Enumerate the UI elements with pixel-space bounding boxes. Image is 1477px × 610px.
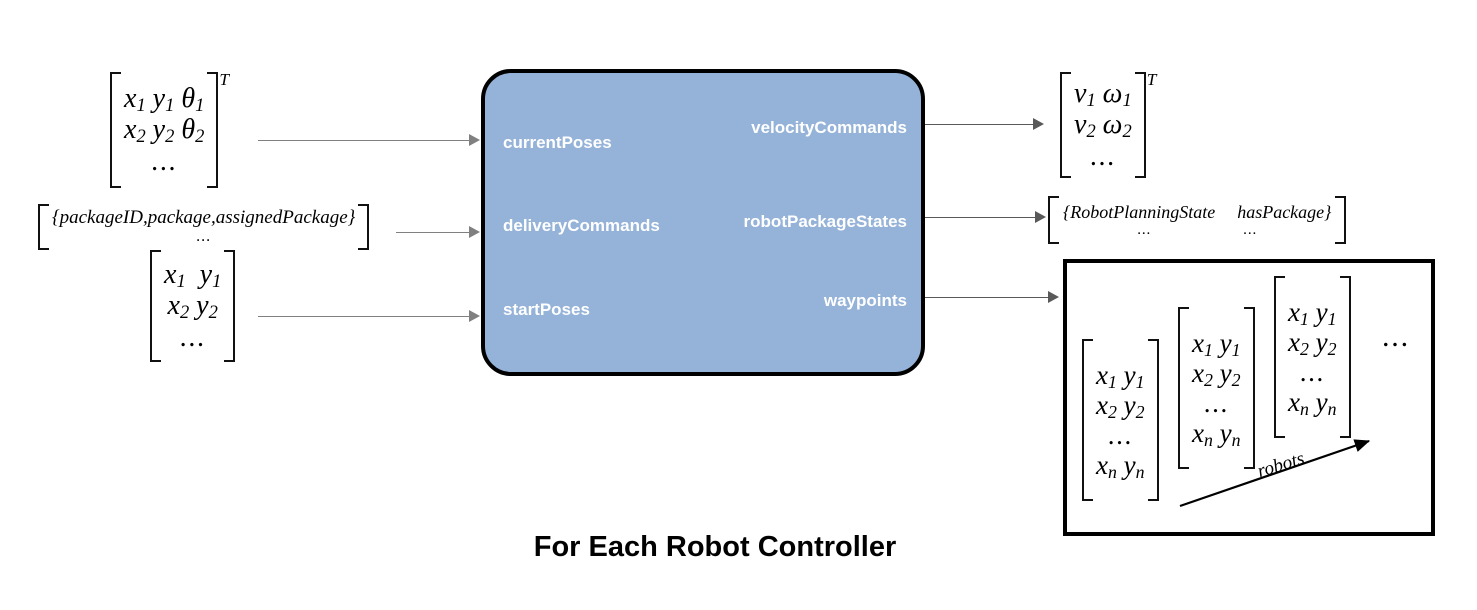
matrix-ellipsis: ... — [1203, 388, 1229, 418]
matrix-ellipsis: ... — [1089, 140, 1116, 172]
bracket-left — [38, 204, 49, 250]
port-out-waypoints[interactable]: waypoints — [823, 291, 907, 310]
bracket-right — [358, 204, 370, 250]
port-out-robot-package-states[interactable]: robotPackageStates — [743, 212, 907, 231]
bracket-right — [1243, 307, 1255, 469]
transpose-symbol: T — [219, 70, 229, 89]
bracket-right — [1335, 196, 1347, 244]
matrix-ellipsis: ... — [1107, 420, 1133, 450]
port-in-current-poses[interactable]: currentPoses — [503, 133, 612, 152]
arrowhead-start-poses — [469, 310, 480, 322]
bracket-left — [110, 72, 121, 188]
arrowhead-robot-package-states — [1035, 211, 1046, 223]
robot-package-states-expression: {RobotPlanningState hasPackage} ... ... — [1048, 196, 1347, 249]
robot-package-states-ellipses: ... ... — [1137, 221, 1258, 238]
connector-robot-package-states — [925, 217, 1035, 218]
bracket-left — [150, 250, 161, 362]
bracket-left — [1178, 307, 1189, 469]
connector-delivery-commands — [396, 232, 469, 233]
bracket-left — [1048, 196, 1059, 244]
bracket-left — [1060, 72, 1071, 178]
port-in-delivery-commands[interactable]: deliveryCommands — [503, 216, 660, 235]
bracket-left — [1082, 339, 1093, 501]
connector-velocity-commands — [925, 124, 1033, 125]
connector-start-poses — [258, 316, 469, 317]
bracket-right — [1339, 276, 1351, 438]
bracket-right — [1134, 72, 1146, 178]
connector-waypoints — [925, 297, 1048, 298]
arrowhead-delivery-commands — [469, 226, 480, 238]
field-robot-planning-state: {RobotPlanningState — [1063, 201, 1216, 222]
bracket-right — [1147, 339, 1159, 501]
bracket-right — [224, 250, 236, 362]
delivery-commands-text: {packageID,package,assignedPackage} — [52, 206, 356, 228]
matrix-ellipsis: ... — [1299, 357, 1325, 387]
port-out-velocity-commands[interactable]: velocityCommands — [751, 118, 907, 137]
arrowhead-velocity-commands — [1033, 118, 1044, 130]
delivery-commands-ellipsis: ... — [196, 228, 212, 246]
diagram-caption: For Each Robot Controller — [533, 531, 897, 563]
for-each-robot-controller-block[interactable]: currentPoses deliveryCommands startPoses… — [481, 69, 925, 376]
arrowhead-current-poses — [469, 134, 480, 146]
matrix-ellipsis: ... — [179, 321, 206, 353]
bracket-left — [1274, 276, 1285, 438]
matrix-ellipsis: ... — [151, 145, 178, 177]
robot-package-states-fields: {RobotPlanningState hasPackage} — [1063, 202, 1331, 222]
field-has-package: hasPackage} — [1237, 201, 1332, 222]
transpose-symbol: T — [1146, 70, 1157, 89]
waypoints-trailing-ellipsis: ... — [1382, 320, 1410, 353]
port-in-start-poses[interactable]: startPoses — [503, 300, 590, 319]
arrowhead-waypoints — [1048, 291, 1059, 303]
connector-current-poses — [258, 140, 469, 141]
bracket-right — [207, 72, 219, 188]
delivery-commands-expression: {packageID,package,assignedPackage} ... — [38, 204, 370, 255]
